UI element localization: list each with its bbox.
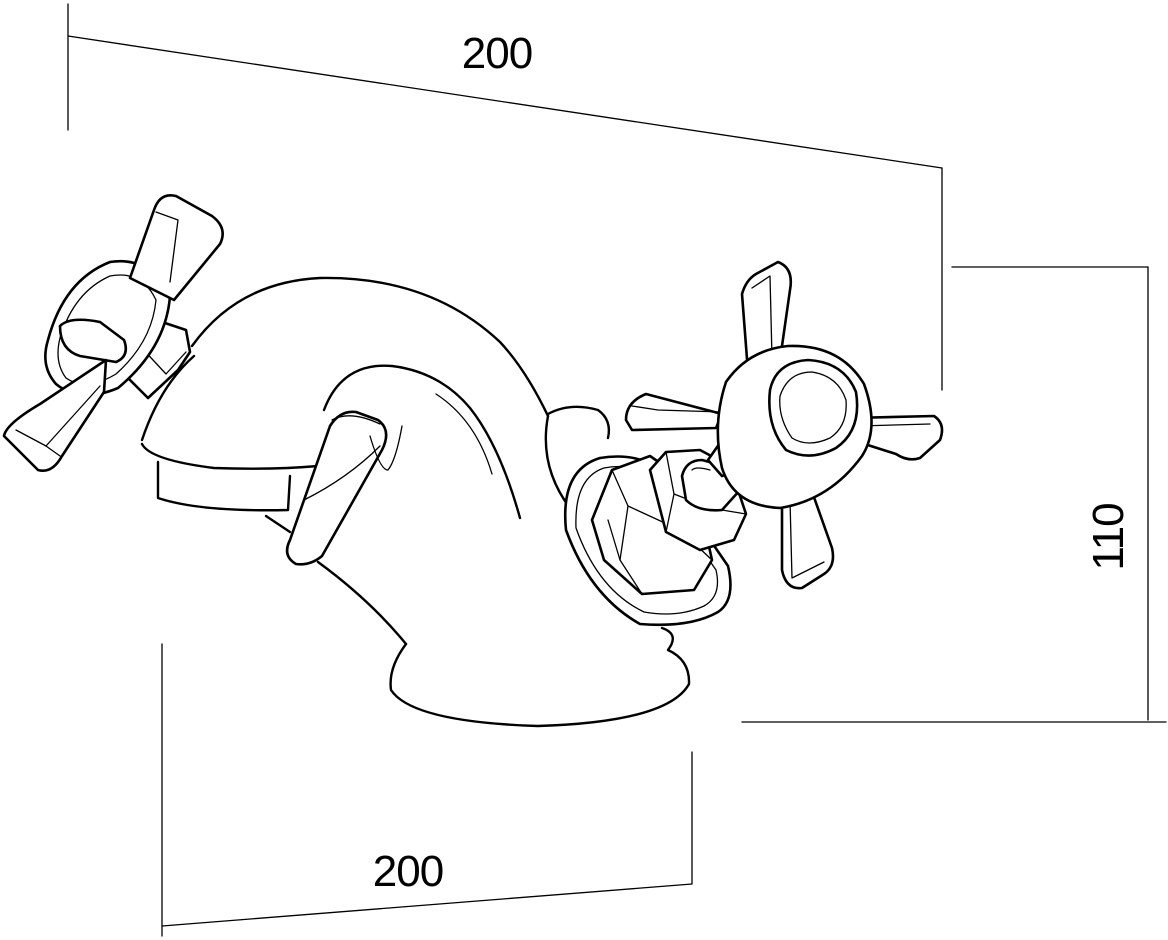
- right-valve: [563, 438, 748, 627]
- dimension-bottom-depth: 200: [161, 643, 693, 937]
- dimension-height: 110: [741, 266, 1167, 723]
- tap-body: [140, 276, 691, 728]
- top-width-label: 200: [462, 29, 532, 78]
- bottom-depth-label: 200: [373, 847, 443, 896]
- dimension-top-width: 200: [67, 3, 943, 391]
- height-label: 110: [1084, 503, 1133, 570]
- right-handle: [624, 260, 944, 590]
- left-handle: [2, 194, 224, 472]
